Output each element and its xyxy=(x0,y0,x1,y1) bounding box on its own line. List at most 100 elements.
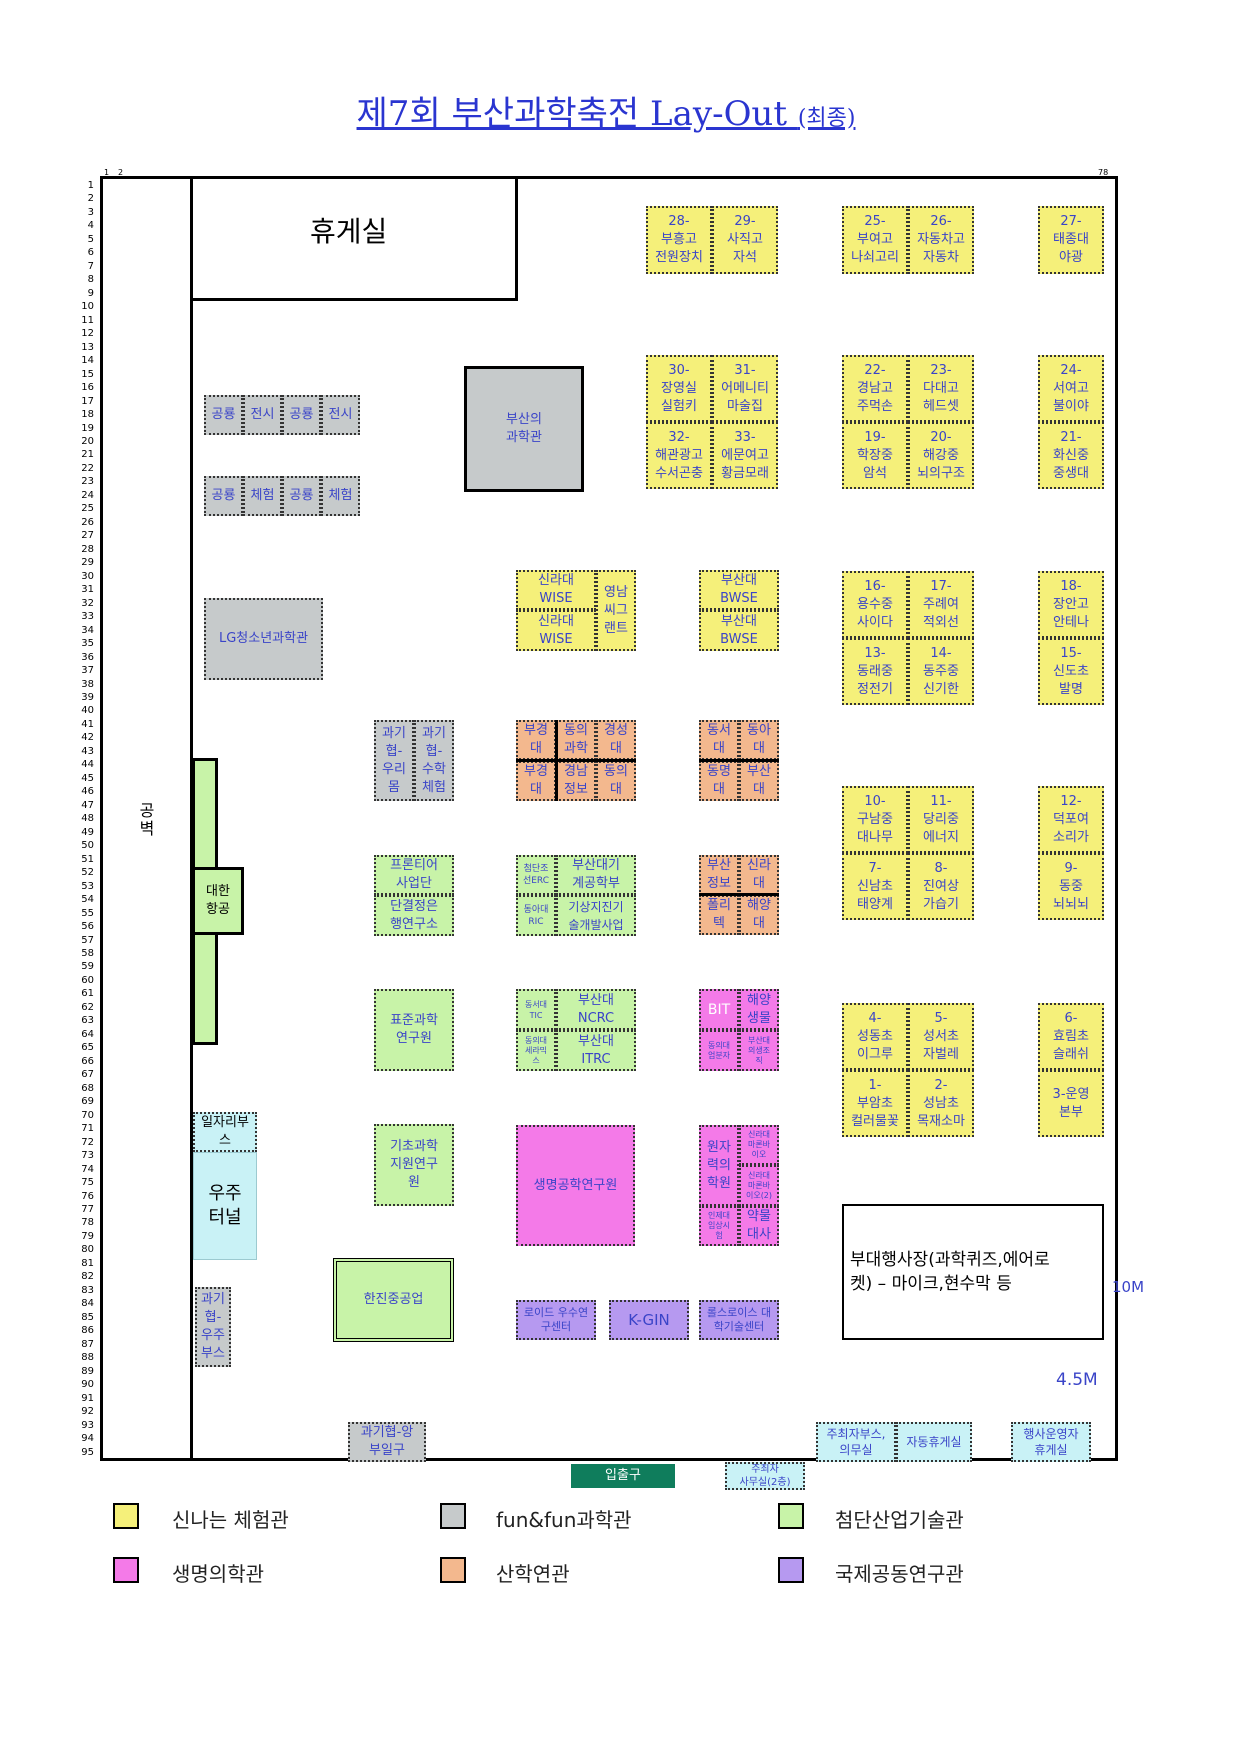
booth-weather-tech[interactable]: 기상지진기 술개발사업 xyxy=(556,895,636,936)
booth-atomic-medicine[interactable]: 원자 력의 학원 xyxy=(699,1125,739,1206)
booth-3[interactable]: 3-운영 본부 xyxy=(1038,1070,1104,1137)
booth-shilla-wise-2[interactable]: 신라대 WISE xyxy=(516,610,596,651)
booth-dongseo[interactable]: 동서 대 xyxy=(699,720,739,760)
booth-silla-marine-1[interactable]: 신라대 마론바 이오 xyxy=(739,1125,779,1165)
booth-silla[interactable]: 신라 대 xyxy=(739,855,779,895)
booth-2[interactable]: 2- 성남초 목재소마 xyxy=(908,1070,974,1137)
booth-14[interactable]: 14- 동주중 신기한 xyxy=(908,638,974,705)
booth-kwagi-space[interactable]: 과기 협- 우주 부스 xyxy=(195,1287,231,1367)
booth-experience-1[interactable]: 체험 xyxy=(243,476,282,516)
host-booth[interactable]: 주최자부스, 의무실 xyxy=(816,1422,896,1462)
booth-10[interactable]: 10- 구남중 대나무 xyxy=(842,786,908,853)
space-tunnel[interactable]: 우주 터널 xyxy=(193,1152,257,1260)
booth-cheomdan-erc[interactable]: 첨단조 선ERC xyxy=(516,855,556,895)
booth-kbsi[interactable]: 기초과학 지원연구 원 xyxy=(374,1124,454,1206)
booth-29[interactable]: 29- 사직고 자석 xyxy=(712,206,778,274)
side-event-stage[interactable]: 부대행사장(과학퀴즈,에어로 켓) – 마이크,현수막 등 xyxy=(842,1204,1104,1340)
booth-dongeui-sci[interactable]: 동의 과학 xyxy=(556,720,596,760)
booth-17[interactable]: 17- 주례여 적외선 xyxy=(908,571,974,638)
booth-kwagi-math[interactable]: 과기 협- 수학 체험 xyxy=(414,720,454,801)
booth-kgin[interactable]: K-GIN xyxy=(609,1300,689,1340)
booth-25[interactable]: 25- 부여고 나쇠고리 xyxy=(842,206,908,274)
booth-5[interactable]: 5- 성서초 자벌레 xyxy=(908,1003,974,1070)
booth-pnu-itrc[interactable]: 부산대 ITRC xyxy=(556,1030,636,1071)
booth-dino-1[interactable]: 공룡 xyxy=(204,395,243,435)
booth-tongmyong[interactable]: 동명 대 xyxy=(699,761,739,801)
booth-exhibit-2[interactable]: 전시 xyxy=(321,395,360,435)
booth-silla-marine-2[interactable]: 신라대 마론바 이오(2) xyxy=(739,1165,779,1206)
booth-12[interactable]: 12- 덕포여 소리가 xyxy=(1038,786,1104,853)
booth-maritime[interactable]: 해양 대 xyxy=(739,895,779,935)
booth-13[interactable]: 13- 동래중 정전기 xyxy=(842,638,908,705)
booth-inje-clinical[interactable]: 인제대 임상시 험 xyxy=(699,1206,739,1246)
booth-18[interactable]: 18- 장안고 안테나 xyxy=(1038,571,1104,638)
booth-donga-ric[interactable]: 동아대 RIC xyxy=(516,895,556,936)
booth-frontier[interactable]: 프론티어 사업단 xyxy=(374,855,454,895)
booth-6[interactable]: 6- 효림초 슬래쉬 xyxy=(1038,1003,1104,1070)
booth-33[interactable]: 33- 에문여고 황금모래 xyxy=(712,422,778,489)
booth-20[interactable]: 20- 해강중 뇌의구조 xyxy=(908,422,974,489)
booth-kyungsung[interactable]: 경성 대 xyxy=(596,720,636,760)
booth-drug-metabolism[interactable]: 약물 대사 xyxy=(739,1206,779,1246)
auto-rest-area[interactable]: 자동휴게실 xyxy=(896,1422,972,1462)
booth-donga[interactable]: 동아 대 xyxy=(739,720,779,760)
booth-27[interactable]: 27- 태종대 야광 xyxy=(1038,206,1104,274)
entrance[interactable]: 입출구 xyxy=(571,1464,675,1488)
booth-dino-3[interactable]: 공룡 xyxy=(204,476,243,516)
booth-kwagi-body[interactable]: 과기 협- 우리 몸 xyxy=(374,720,414,801)
booth-pknu-1[interactable]: 부경 대 xyxy=(516,720,556,760)
booth-dino-4[interactable]: 공룡 xyxy=(282,476,321,516)
booth-pnu-ncrc[interactable]: 부산대 NCRC xyxy=(556,989,636,1030)
booth-shilla-wise-1[interactable]: 신라대 WISE xyxy=(516,570,596,610)
booth-pnu-mech[interactable]: 부산대기 계공학부 xyxy=(556,855,636,895)
booth-experience-2[interactable]: 체험 xyxy=(321,476,360,516)
booth-pusan[interactable]: 부산 대 xyxy=(739,761,779,801)
booth-9[interactable]: 9- 동중 뇌뇌뇌 xyxy=(1038,853,1104,920)
booth-pnu-tissue[interactable]: 부산대 의생조 직 xyxy=(739,1030,779,1071)
booth-dongseo-tic[interactable]: 동서대 TIC xyxy=(516,989,556,1030)
booth-28[interactable]: 28- 부흥고 전원장치 xyxy=(646,206,712,274)
booth-11[interactable]: 11- 당리중 에너지 xyxy=(908,786,974,853)
host-office[interactable]: 주최자 사무실(2층) xyxy=(725,1462,805,1490)
staff-rest-area[interactable]: 행사운영자 휴게실 xyxy=(1011,1422,1091,1462)
booth-yeongnam[interactable]: 영남 씨그 랜트 xyxy=(596,570,636,651)
booth-21[interactable]: 21- 화신중 중생대 xyxy=(1038,422,1104,489)
booth-16[interactable]: 16- 용수중 사이다 xyxy=(842,571,908,638)
booth-bwse-2[interactable]: 부산대 BWSE xyxy=(699,610,779,651)
booth-32[interactable]: 32- 해관광고 수서곤충 xyxy=(646,422,712,489)
booth-korean-air[interactable]: 대한 항공 xyxy=(192,867,244,935)
booth-31[interactable]: 31- 어메니티 마술집 xyxy=(712,355,778,422)
booth-lloyd[interactable]: 로이드 우수연 구센터 xyxy=(516,1300,596,1340)
booth-bit[interactable]: BIT xyxy=(699,989,739,1030)
booth-biotech-institute[interactable]: 생명공학연구원 xyxy=(516,1125,635,1246)
booth-marine-bio[interactable]: 해양 생물 xyxy=(739,989,779,1030)
booth-23[interactable]: 23- 다대고 헤드셋 xyxy=(908,355,974,422)
booth-kriss[interactable]: 표준과학 연구원 xyxy=(374,989,454,1071)
booth-rolls-royce[interactable]: 롤스로이스 대 학기술센터 xyxy=(699,1300,779,1340)
booth-exhibit-1[interactable]: 전시 xyxy=(243,395,282,435)
booth-dangyeol[interactable]: 단결정은 행연구소 xyxy=(374,895,454,936)
booth-8[interactable]: 8- 진여상 가습기 xyxy=(908,853,974,920)
booth-kyungnam-info[interactable]: 경남 정보 xyxy=(556,761,596,801)
booth-26[interactable]: 26- 자동차고 자동차 xyxy=(908,206,974,274)
booth-dongeui-molecule[interactable]: 동의대 엄분자 xyxy=(699,1030,739,1071)
booth-dino-2[interactable]: 공룡 xyxy=(282,395,321,435)
booth-kwagi-sundial[interactable]: 과기협-앙 부일구 xyxy=(348,1422,426,1462)
booth-lg-youth-science[interactable]: LG청소년과학관 xyxy=(204,598,323,680)
booth-24[interactable]: 24- 서여고 불이야 xyxy=(1038,355,1104,422)
booth-busan-info[interactable]: 부산 정보 xyxy=(699,855,739,895)
booth-4[interactable]: 4- 성동초 이그루 xyxy=(842,1003,908,1070)
booth-19[interactable]: 19- 학장중 암석 xyxy=(842,422,908,489)
booth-hanjin[interactable]: 한진중공업 xyxy=(333,1258,454,1342)
booth-7[interactable]: 7- 신남초 태양계 xyxy=(842,853,908,920)
booth-1[interactable]: 1- 부암초 컬러물꽃 xyxy=(842,1070,908,1137)
booth-30[interactable]: 30- 장영실 실험키 xyxy=(646,355,712,422)
booth-22[interactable]: 22- 경남고 주먹손 xyxy=(842,355,908,422)
booth-pknu-2[interactable]: 부경 대 xyxy=(516,761,556,801)
booth-jobs[interactable]: 일자리부 스 xyxy=(193,1112,257,1152)
booth-15[interactable]: 15- 신도초 발명 xyxy=(1038,638,1104,705)
booth-dongeui-ceramics[interactable]: 동의대 세라믹 스 xyxy=(516,1030,556,1071)
booth-bwse-1[interactable]: 부산대 BWSE xyxy=(699,570,779,610)
booth-busan-science-hall[interactable]: 부산의 과학관 xyxy=(464,366,584,492)
booth-polytech[interactable]: 폴리 텍 xyxy=(699,895,739,935)
